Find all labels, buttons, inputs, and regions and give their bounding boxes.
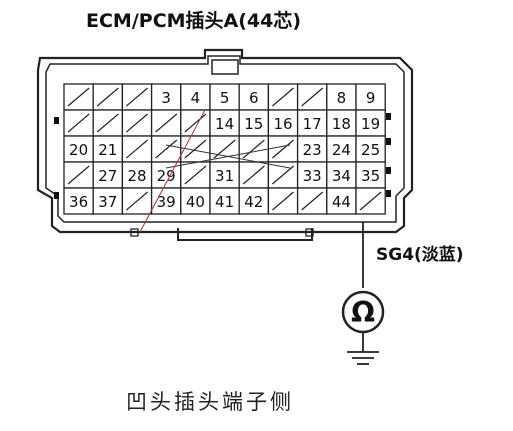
pin-number: 8 bbox=[337, 89, 347, 107]
ground-icon bbox=[347, 351, 379, 365]
connector-latch bbox=[211, 59, 239, 75]
pin-number: 29 bbox=[157, 167, 176, 185]
pin-number: 40 bbox=[186, 193, 205, 211]
unused-pin-mark bbox=[155, 113, 178, 133]
guide-mark bbox=[54, 192, 59, 199]
guide-mark bbox=[386, 113, 391, 120]
red-guide-line bbox=[139, 109, 206, 233]
pin-number: 17 bbox=[303, 115, 322, 133]
diagram-caption: 凹头插头端子侧 bbox=[126, 390, 294, 414]
pin-cavity bbox=[355, 109, 386, 137]
guide-mark bbox=[54, 117, 59, 124]
pin-number: 3 bbox=[161, 89, 171, 107]
pin-cavity bbox=[92, 187, 124, 215]
pin-cavity bbox=[326, 83, 357, 111]
unused-pin-mark bbox=[96, 113, 119, 133]
diagram-title: ECM/PCM插头A(44芯) bbox=[86, 10, 302, 32]
pin-number: 4 bbox=[191, 89, 201, 107]
pin-number: 34 bbox=[332, 167, 351, 185]
pin-cavity bbox=[209, 83, 240, 111]
unused-pin-mark bbox=[301, 87, 324, 107]
guide-mark bbox=[386, 167, 391, 174]
pin-cavity bbox=[238, 187, 270, 215]
pin-number: 14 bbox=[215, 115, 234, 133]
guide-mark bbox=[305, 228, 314, 237]
crossed-cavity-line bbox=[165, 144, 291, 169]
pin-number: 41 bbox=[215, 193, 234, 211]
pin-number: 6 bbox=[249, 89, 259, 107]
unused-pin-mark bbox=[67, 113, 90, 133]
unused-pin-mark bbox=[126, 191, 148, 211]
pin-number: 35 bbox=[361, 167, 380, 185]
unused-pin-mark bbox=[126, 139, 148, 159]
unused-pin-mark bbox=[272, 87, 294, 107]
pin-number: 5 bbox=[220, 89, 230, 107]
unused-pin-mark bbox=[126, 113, 148, 133]
pin-number: 19 bbox=[361, 115, 380, 133]
pin-cavity bbox=[121, 161, 153, 189]
pin-cavity bbox=[296, 161, 328, 189]
pin-number: 28 bbox=[127, 167, 146, 185]
unused-pin-mark bbox=[272, 139, 294, 159]
pin-cavity bbox=[209, 161, 240, 189]
unused-pin-mark bbox=[242, 165, 265, 185]
pin-cavity bbox=[355, 161, 386, 189]
pin-number: 16 bbox=[273, 115, 292, 133]
unused-pin-mark bbox=[184, 113, 207, 133]
pin-number: 37 bbox=[98, 193, 117, 211]
pin-cavity bbox=[355, 83, 386, 111]
pin-number: 9 bbox=[366, 89, 376, 107]
pin-number: 18 bbox=[332, 115, 351, 133]
wire-label: SG4(淡蓝) bbox=[376, 245, 464, 265]
pin-number: 33 bbox=[303, 167, 322, 185]
pin-number: 42 bbox=[244, 193, 263, 211]
pin-number: 36 bbox=[69, 193, 88, 211]
unused-pin-mark bbox=[359, 191, 382, 211]
connector-housing-inner bbox=[45, 55, 405, 223]
pin-cavity bbox=[267, 109, 299, 137]
unused-pin-mark bbox=[96, 87, 119, 107]
unused-pin-mark bbox=[126, 87, 148, 107]
unused-pin-mark bbox=[67, 87, 90, 107]
pin-number: 25 bbox=[361, 141, 380, 159]
pin-number: 31 bbox=[215, 167, 234, 185]
pin-number: 39 bbox=[157, 193, 176, 211]
pin-number: 21 bbox=[98, 141, 117, 159]
ohm-symbol: Ω bbox=[351, 296, 375, 329]
pin-cavity bbox=[150, 83, 182, 111]
unused-pin-mark bbox=[184, 165, 207, 185]
pin-number: 44 bbox=[332, 193, 351, 211]
guide-mark bbox=[386, 190, 391, 197]
pin-number: 23 bbox=[303, 141, 322, 159]
unused-pin-mark bbox=[272, 191, 294, 211]
connector-bottom-tab bbox=[177, 228, 313, 241]
pin-number: 20 bbox=[69, 141, 88, 159]
guide-mark bbox=[386, 138, 391, 145]
connector-housing-outline bbox=[36, 48, 414, 234]
pin-number: 27 bbox=[98, 167, 117, 185]
pin-number: 15 bbox=[244, 115, 263, 133]
pin-cavity bbox=[209, 187, 240, 215]
unused-pin-mark bbox=[272, 165, 294, 185]
unused-pin-mark bbox=[184, 139, 207, 159]
unused-pin-mark bbox=[301, 191, 324, 211]
unused-pin-mark bbox=[67, 165, 90, 185]
guide-mark bbox=[130, 228, 139, 237]
unused-pin-mark bbox=[155, 139, 178, 159]
pin-number: 24 bbox=[332, 141, 351, 159]
unused-pin-mark bbox=[242, 139, 265, 159]
